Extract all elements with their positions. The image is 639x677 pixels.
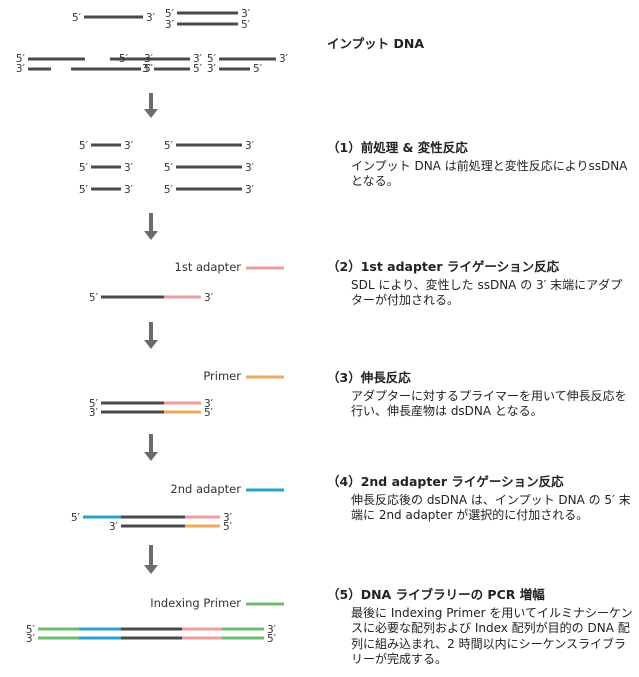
step-1-title: （1）前処理 & 変性反応 [327,140,468,155]
strand-end-label: 3′ [146,12,156,24]
down-arrow-icon [144,109,158,118]
step-5-text: （5）DNA ライブラリーの PCR 増幅 最後に Indexing Prime… [327,587,633,668]
step-4-desc: 伸長反応後の dsDNA は、インプット DNA の 5′ 末端に 2nd ad… [351,492,631,523]
strand-end-label: 5′ [119,53,129,65]
step-2-title: （2）1st adapter ライゲーション反応 [327,259,560,274]
strand-end-label: 3′ [165,19,175,31]
legend-label-2nd-adapter: 2nd adapter [170,482,241,496]
step-4-title: （4）2nd adapter ライゲーション反応 [327,474,564,489]
step-2-desc: SDL により、変性した ssDNA の 3′ 末端にアダプターが付加される。 [351,277,623,308]
strand-end-label: 5′ [16,53,26,65]
strand-end-label: 3′ [142,63,152,75]
strand-end-label: 3′ [207,63,217,75]
strand-end-label: 5′ [267,633,277,645]
strand-end-label: 3′ [89,407,99,419]
strand-end-label: 5′ [164,162,174,174]
strand-end-label: 3′ [204,398,214,410]
strand-end-label: 3′ [245,140,255,152]
strand-end-label: 3′ [124,140,134,152]
input-dna-title: インプット DNA [327,36,424,51]
strand-end-label: 5′ [79,140,89,152]
strand-end-label: 5′ [72,12,82,24]
strand-end-label: 5′ [144,63,154,75]
strand-end-label: 5′ [223,521,233,533]
strand-end-label: 3′ [124,162,134,174]
strand-end-label: 3′ [26,633,36,645]
step-1-desc: インプット DNA は前処理と変性反応によりssDNA となる。 [351,158,628,189]
step-3-text: （3）伸長反応 アダプターに対するプライマーを用いて伸長反応を行い、伸長産物は … [327,370,633,420]
strand-end-label: 3′ [267,624,277,636]
step-5-desc: 最後に Indexing Primer を用いてイルミナシーケンスに必要な配列お… [351,605,633,667]
legend-label-primer: Primer [203,369,241,383]
strand-end-label: 3′ [204,292,214,304]
strand-end-label: 3′ [124,184,134,196]
strand-end-label: 5′ [89,398,99,410]
strand-end-label: 5′ [204,407,214,419]
strand-end-label: 5′ [164,140,174,152]
strand-end-label: 5′ [207,53,217,65]
strand-end-label: 3′ [279,53,289,65]
strand-end-label: 5′ [26,624,36,636]
strand-end-label: 3′ [245,184,255,196]
strand-end-label: 5′ [241,19,251,31]
down-arrow-icon [144,452,158,461]
down-arrow-icon [144,231,158,240]
step-2-text: （2）1st adapter ライゲーション反応 SDL により、変性した ss… [327,259,633,309]
step-4-text: （4）2nd adapter ライゲーション反応 伸長反応後の dsDNA は、… [327,474,633,524]
strand-end-label: 3′ [241,8,251,20]
strand-end-label: 3′ [144,53,154,65]
down-arrow-icon [144,340,158,349]
strand-end-label: 3′ [193,53,203,65]
strand-end-label: 3′ [245,162,255,174]
legend-label-1st-adapter: 1st adapter [175,260,242,274]
legend-label-indexing-primer: Indexing Primer [150,596,241,610]
strand-end-label: 3′ [16,63,26,75]
step-1-text: （1）前処理 & 変性反応 インプット DNA は前処理と変性反応によりssDN… [327,140,633,190]
strand-end-label: 5′ [164,184,174,196]
strand-end-label: 5′ [71,512,81,524]
strand-end-label: 5′ [89,292,99,304]
strand-end-label: 3′ [223,512,233,524]
down-arrow-icon [144,565,158,574]
strand-end-label: 5′ [253,63,263,75]
strand-end-label: 3′ [109,521,119,533]
step-3-title: （3）伸長反応 [327,370,411,385]
strand-end-label: 5′ [193,63,203,75]
step-3-desc: アダプターに対するプライマーを用いて伸長反応を行い、伸長産物は dsDNA とな… [351,388,627,419]
step-5-title: （5）DNA ライブラリーの PCR 増幅 [327,587,545,602]
strand-end-label: 5′ [79,162,89,174]
strand-end-label: 5′ [79,184,89,196]
strand-end-label: 5′ [165,8,175,20]
